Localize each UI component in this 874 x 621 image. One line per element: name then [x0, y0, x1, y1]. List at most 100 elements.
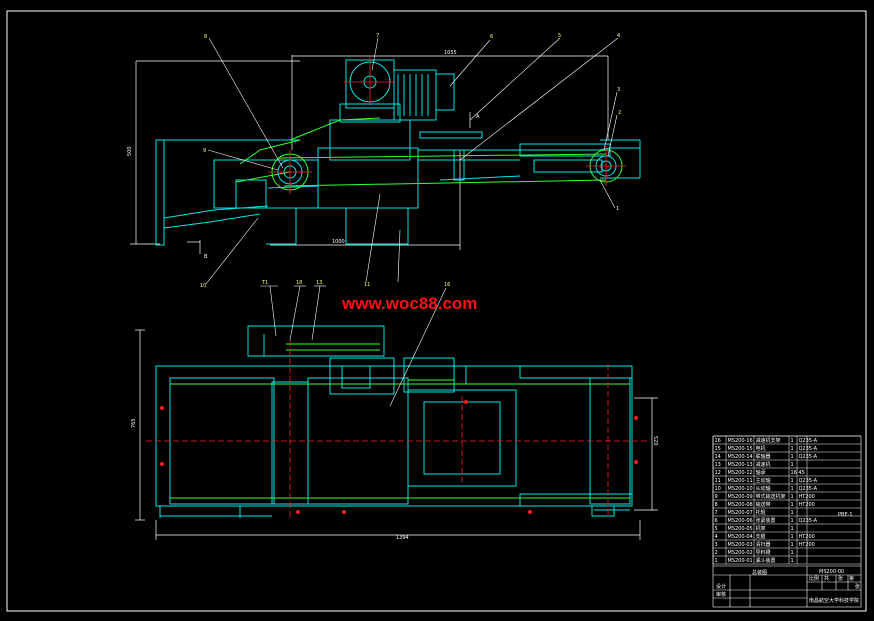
parts-cell-code: MS200-07: [728, 510, 753, 516]
watermark: www.woc88.com: [341, 294, 477, 313]
designer-label: 设计: [716, 583, 726, 590]
parts-cell-material: Q235-A: [799, 446, 818, 452]
balloon-6: 6: [490, 34, 493, 40]
plan-centerlines: [146, 340, 650, 520]
parts-cell-qty: 1: [791, 518, 794, 524]
balloon-1: 1: [616, 206, 619, 212]
parts-cell-no: 11: [715, 478, 721, 484]
parts-cell-no: 5: [715, 526, 718, 532]
section-b-label: B: [204, 254, 208, 260]
parts-cell-no: 8: [715, 502, 718, 508]
parts-cell-code: MS200-10: [728, 486, 753, 492]
balloon-4: 4: [617, 33, 620, 39]
parts-cell-no: 1: [715, 558, 718, 564]
drawing-number: MS200-00: [819, 569, 844, 575]
parts-cell-name: 轴承: [756, 469, 766, 476]
sheet-label-3: 第: [849, 575, 854, 582]
parts-cell-code: MS200-01: [728, 558, 753, 564]
parts-cell-code: MS200-16: [728, 438, 753, 444]
parts-cell-material: HT200: [799, 542, 815, 548]
parts-cell-qty: 16: [791, 470, 797, 476]
school-name: 南昌航空大学科技学院: [809, 597, 859, 604]
parts-cell-qty: 1: [791, 462, 794, 468]
parts-cell-qty: 1: [791, 478, 794, 484]
balloon-10: 10: [200, 283, 206, 289]
parts-cell-name: 托辊: [756, 509, 766, 516]
parts-cell-no: 12: [715, 470, 721, 476]
parts-cell-code: MS200-09: [728, 494, 753, 500]
parts-cell-material: 45: [799, 470, 805, 476]
parts-cell-material: Q235-A: [799, 518, 818, 524]
parts-cell-no: 16: [715, 438, 721, 444]
parts-cell-qty: 1: [791, 526, 794, 532]
parts-cell-no: 3: [715, 542, 718, 548]
parts-cell-code: MS200-11: [728, 478, 753, 484]
plan-balloons: T1 18 13 16: [261, 280, 450, 288]
parts-cell-name: 机架: [756, 525, 766, 532]
parts-cell-material: HT200: [799, 502, 815, 508]
parts-cell-code: MS200-03: [728, 542, 753, 548]
front-balloons: 8 7 6 5 4 3 2 1 9 10 11: [200, 33, 621, 289]
front-view: 8 7 6 5 4 3 2 1 9 10 11 1055 1000 500 A …: [127, 33, 641, 289]
parts-cell-name: 联轴器: [756, 453, 771, 460]
front-centerlines: [268, 56, 626, 194]
parts-cell-no: 2: [715, 550, 718, 556]
parts-cell-material: HT200: [799, 494, 815, 500]
dim-front-top: 1055: [444, 50, 457, 56]
parts-cell-qty: 1: [791, 550, 794, 556]
sheet-label-2: 张: [838, 575, 843, 582]
plan-view: T1 18 13 16 1394 765 520: [131, 280, 658, 541]
parts-cell-material: Q235-A: [799, 478, 818, 484]
dim-front-bottom: 1000: [332, 239, 345, 245]
dim-plan-right: 520: [652, 436, 658, 446]
parts-cell-name: 从动轴: [756, 485, 771, 492]
drawing-title: 总装图: [752, 569, 767, 576]
drive-housing: [317, 59, 483, 245]
section-a-label: A: [476, 114, 480, 120]
parts-cell-code: MS200-15: [728, 446, 753, 452]
balloon-t1: T1: [261, 280, 268, 286]
parts-cell-code: MS200-02: [728, 550, 753, 556]
balloon-16: 16: [444, 282, 450, 288]
parts-cell-name: 漏斗装置: [756, 557, 776, 564]
parts-cell-material: Q235-A: [799, 454, 818, 460]
parts-cell-name: 减速机支架: [756, 437, 781, 444]
plan-leaders: [260, 285, 447, 407]
checker-label: 审核: [716, 591, 726, 598]
parts-cell-qty: 1: [791, 534, 794, 540]
parts-cell-no: 14: [715, 454, 721, 460]
parts-cell-name: 导料槽: [756, 549, 771, 556]
parts-cell-code: MS200-05: [728, 526, 753, 532]
parts-cell-no: 7: [715, 510, 718, 516]
parts-cell-code: MS200-08: [728, 502, 753, 508]
parts-cell-qty: 1: [791, 510, 794, 516]
side-note: PBE-1: [838, 512, 853, 518]
parts-cell-code: MS200-04: [728, 534, 753, 540]
parts-cell-qty: 1: [791, 438, 794, 444]
dim-plan-left: 765: [131, 418, 137, 428]
parts-cell-no: 6: [715, 518, 718, 524]
parts-cell-qty: 1: [791, 558, 794, 564]
balloon-11: 11: [364, 282, 370, 288]
dim-plan-bottom: 1394: [396, 535, 409, 541]
parts-cell-no: 10: [715, 486, 721, 492]
plan-bolt-holes: [160, 400, 638, 514]
parts-cell-name: 张紧装置: [756, 517, 776, 524]
balloon-3: 3: [617, 87, 620, 93]
balloon-9: 9: [203, 148, 206, 154]
parts-cell-qty: 1: [791, 542, 794, 548]
plan-dimension-lines: [135, 329, 658, 540]
parts-cell-code: MS200-13: [728, 462, 753, 468]
balloon-5: 5: [558, 33, 561, 39]
parts-cell-qty: 1: [791, 502, 794, 508]
parts-cell-name: 主动轴: [756, 477, 771, 484]
parts-cell-no: 9: [715, 494, 718, 500]
parts-cell-code: MS200-12: [728, 470, 753, 476]
parts-cell-qty: 1: [791, 494, 794, 500]
parts-cell-qty: 1: [791, 454, 794, 460]
parts-cell-code: MS200-14: [728, 454, 753, 460]
parts-cell-no: 13: [715, 462, 721, 468]
parts-cell-name: 减速机: [756, 461, 771, 468]
